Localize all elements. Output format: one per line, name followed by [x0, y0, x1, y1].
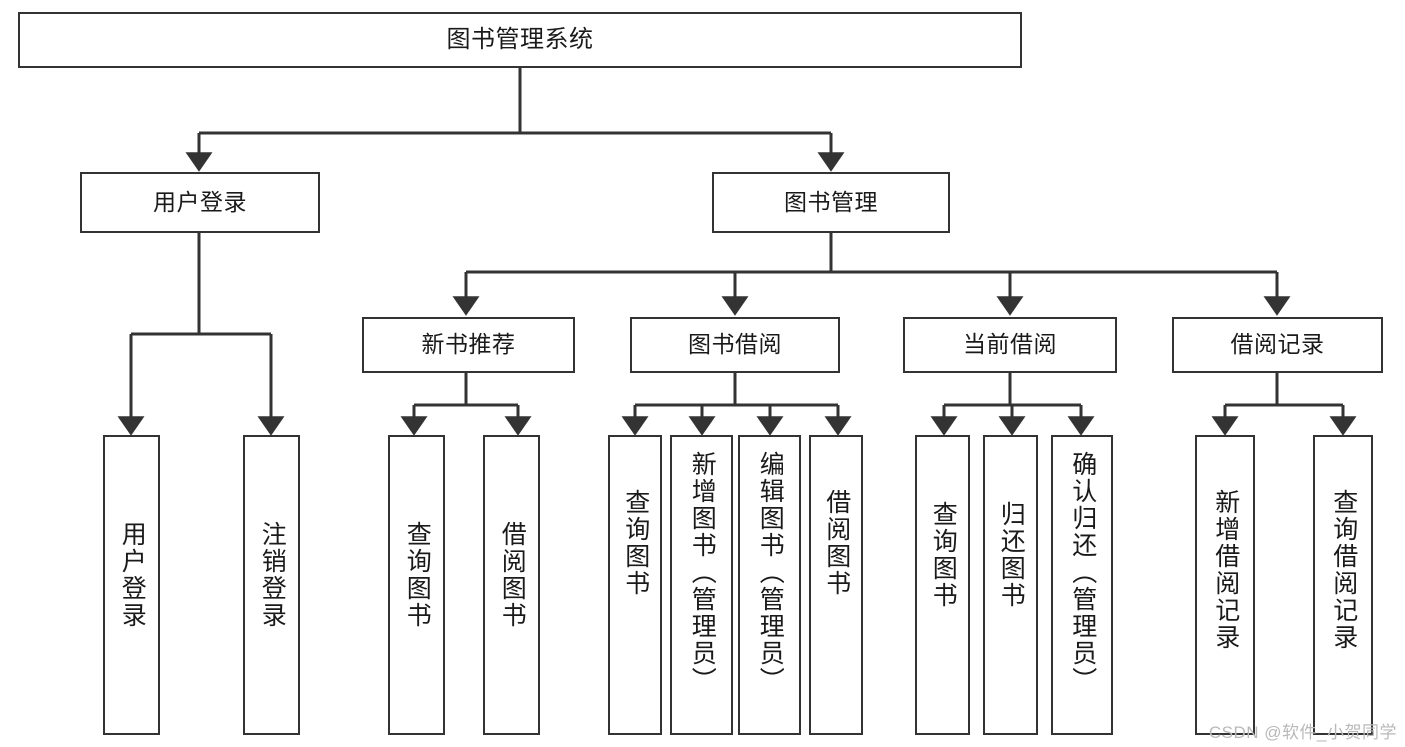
- node-book-borrow[interactable]: 图书借阅: [630, 317, 840, 373]
- node-borrow-records-label: 借阅记录: [1230, 331, 1325, 358]
- leaf-edit-book-admin-label: 编辑图书（管理员）: [756, 451, 785, 694]
- leaf-query-book-recommend-label: 查询图书: [403, 521, 432, 629]
- leaf-query-borrow-record[interactable]: 查询借阅记录: [1313, 435, 1373, 735]
- node-book-management-label: 图书管理: [784, 188, 878, 215]
- leaf-borrow-book-borrow[interactable]: 借阅图书: [809, 435, 863, 735]
- leaf-add-book-admin-label: 新增图书（管理员）: [688, 451, 717, 694]
- node-user-login[interactable]: 用户登录: [80, 172, 320, 233]
- leaf-borrow-book-borrow-label: 借阅图书: [822, 489, 851, 597]
- node-borrow-records[interactable]: 借阅记录: [1172, 317, 1383, 373]
- leaf-borrow-book-recommend-label: 借阅图书: [498, 521, 527, 629]
- node-current-borrow-label: 当前借阅: [963, 331, 1057, 358]
- leaf-query-book-borrow-label: 查询图书: [621, 489, 650, 597]
- leaf-query-book-recommend[interactable]: 查询图书: [388, 435, 445, 735]
- leaf-logout-label: 注销登录: [258, 521, 287, 629]
- node-root-label: 图书管理系统: [446, 25, 594, 53]
- node-current-borrow[interactable]: 当前借阅: [903, 317, 1117, 373]
- node-book-management[interactable]: 图书管理: [712, 172, 950, 233]
- node-new-book-recommend[interactable]: 新书推荐: [362, 317, 575, 373]
- leaf-return-book-label: 归还图书: [997, 501, 1026, 609]
- node-root[interactable]: 图书管理系统: [18, 12, 1022, 68]
- node-book-borrow-label: 图书借阅: [688, 331, 782, 358]
- leaf-confirm-return-admin-label: 确认归还（管理员）: [1068, 451, 1097, 694]
- leaf-query-book-current[interactable]: 查询图书: [915, 435, 970, 735]
- leaf-add-book-admin[interactable]: 新增图书（管理员）: [670, 435, 733, 735]
- leaf-return-book[interactable]: 归还图书: [983, 435, 1038, 735]
- node-new-book-recommend-label: 新书推荐: [421, 331, 516, 358]
- leaf-edit-book-admin[interactable]: 编辑图书（管理员）: [738, 435, 801, 735]
- watermark: CSDN @软件_小贺同学: [1208, 723, 1397, 742]
- leaf-query-borrow-record-label: 查询借阅记录: [1329, 489, 1358, 651]
- leaf-user-login-label: 用户登录: [118, 521, 147, 629]
- leaf-user-login[interactable]: 用户登录: [103, 435, 160, 735]
- leaf-logout[interactable]: 注销登录: [243, 435, 300, 735]
- leaf-add-borrow-record[interactable]: 新增借阅记录: [1195, 435, 1255, 735]
- leaf-borrow-book-recommend[interactable]: 借阅图书: [483, 435, 540, 735]
- leaf-query-book-borrow[interactable]: 查询图书: [608, 435, 662, 735]
- node-user-login-label: 用户登录: [153, 188, 247, 215]
- leaf-add-borrow-record-label: 新增借阅记录: [1211, 489, 1240, 651]
- leaf-query-book-current-label: 查询图书: [929, 501, 958, 609]
- leaf-confirm-return-admin[interactable]: 确认归还（管理员）: [1051, 435, 1113, 735]
